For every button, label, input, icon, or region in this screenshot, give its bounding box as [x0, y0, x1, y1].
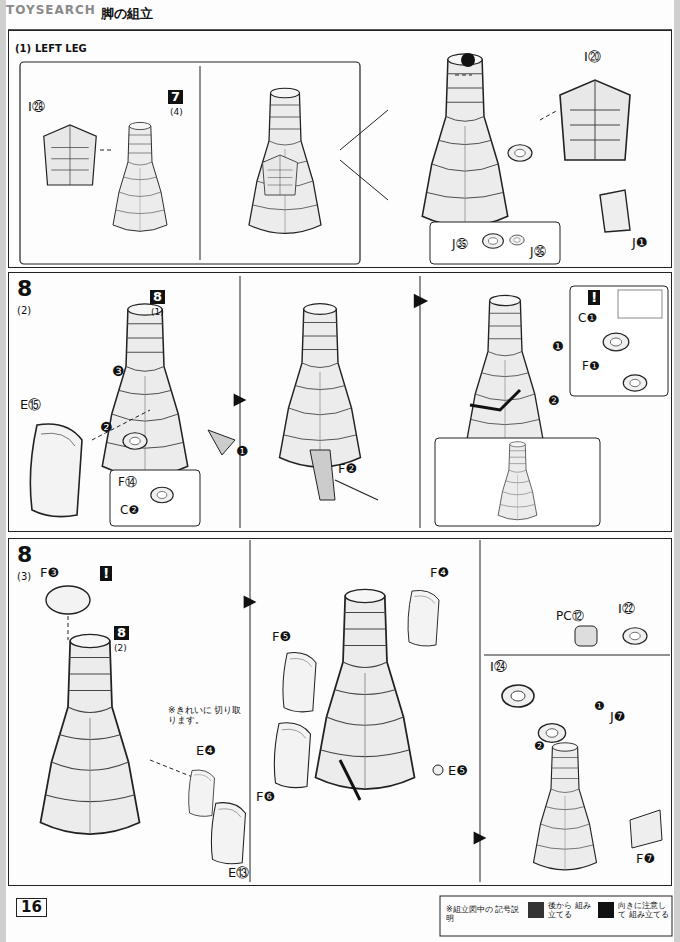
step-text: LEFT LEG — [35, 43, 87, 54]
step-panel: 8 (2) — [8, 272, 672, 532]
part-label: (4) — [170, 108, 183, 118]
part-label: F❼ — [636, 852, 655, 866]
note-text: ※きれいに 切り取ります。 — [168, 706, 242, 726]
step-panel: 8 (3) — [8, 538, 672, 886]
part-label: ❸ — [112, 364, 125, 379]
part-label: J㉟ — [452, 238, 468, 251]
part-label: (1) — [151, 308, 164, 318]
step-heading: 8 — [17, 543, 32, 567]
part-label: F❷ — [338, 462, 357, 476]
part-label: PC⑫ — [556, 610, 584, 623]
step-heading: 8 — [17, 277, 32, 301]
step-panel: 脚の組立(1)LEFT LEG — [8, 30, 672, 268]
part-label: C❷ — [120, 504, 139, 517]
step-text: (1) — [15, 43, 31, 54]
part-label: F❶ — [582, 360, 600, 373]
step-badge: ! — [588, 290, 600, 305]
step-badge: 8 — [150, 290, 165, 304]
part-label: I㉔ — [490, 660, 507, 674]
part-label: ❷ — [100, 420, 113, 435]
step-badge: 7 — [168, 90, 183, 104]
part-label: ❷ — [534, 740, 545, 753]
legend-text: 後から 組み立てる — [548, 902, 594, 920]
part-label: E⑮ — [20, 398, 41, 412]
part-label: J㊱ — [530, 246, 546, 259]
step-heading: 脚の組立 — [101, 7, 153, 21]
part-label: E❹ — [196, 744, 216, 758]
part-label: I⑳ — [584, 50, 601, 64]
part-label: F❺ — [272, 630, 291, 644]
part-label: I㉒ — [618, 602, 635, 616]
part-label: ❶ — [552, 340, 564, 354]
step-badge: ! — [100, 566, 112, 581]
part-label: I㉘ — [28, 100, 45, 114]
step-text: (3) — [17, 571, 31, 582]
part-label: J❶ — [632, 236, 648, 250]
watermark: TOYSEARCH — [6, 4, 96, 17]
part-label: J❼ — [610, 710, 626, 724]
part-label: (2) — [114, 644, 127, 654]
part-label: ❶ — [594, 700, 605, 713]
part-label: E⑬ — [228, 866, 249, 880]
step-badge: 8 — [114, 626, 129, 640]
part-label: F❸ — [40, 566, 59, 580]
part-label: F❹ — [430, 566, 449, 580]
part-label: ❷ — [548, 394, 560, 408]
part-label: F⑭ — [118, 476, 137, 489]
part-label: ❶ — [236, 444, 249, 459]
part-label: C❶ — [578, 312, 597, 325]
part-label: E❺ — [448, 764, 468, 778]
note-text: ※組立図中の 記号説明 — [446, 906, 520, 924]
legend-text: 向きに注意して 組み立てる — [618, 902, 670, 920]
part-label: F❻ — [256, 790, 275, 804]
page-number: 16 — [16, 898, 47, 917]
step-text: (2) — [17, 305, 31, 316]
